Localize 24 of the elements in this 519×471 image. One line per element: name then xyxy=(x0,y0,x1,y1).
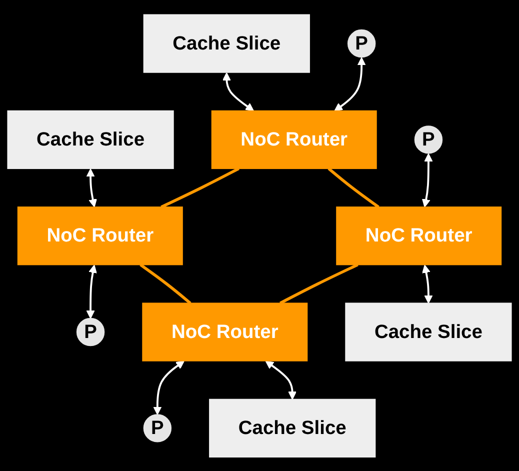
node-box: Cache Slice xyxy=(345,302,512,361)
arrow xyxy=(86,264,97,318)
node-box: Cache Slice xyxy=(143,14,310,72)
arrow xyxy=(334,56,366,111)
arrow xyxy=(422,264,433,304)
connector xyxy=(160,166,240,208)
arrow xyxy=(265,360,297,400)
arrow xyxy=(422,152,433,208)
node-box: NoC Router xyxy=(211,110,377,169)
node-circle: P xyxy=(76,318,105,346)
connector xyxy=(140,263,192,304)
arrow xyxy=(86,168,98,208)
node-box: NoC Router xyxy=(17,206,183,265)
arrow xyxy=(153,360,184,415)
node-circle: P xyxy=(143,414,172,442)
connector xyxy=(328,167,380,208)
node-box: Cache Slice xyxy=(209,398,376,458)
node-box: Cache Slice xyxy=(7,110,174,169)
node-circle: P xyxy=(414,125,443,154)
node-box: NoC Router xyxy=(142,302,308,361)
node-circle: P xyxy=(347,29,376,58)
node-box: NoC Router xyxy=(336,206,502,265)
connector xyxy=(280,263,358,304)
arrow xyxy=(222,72,254,111)
